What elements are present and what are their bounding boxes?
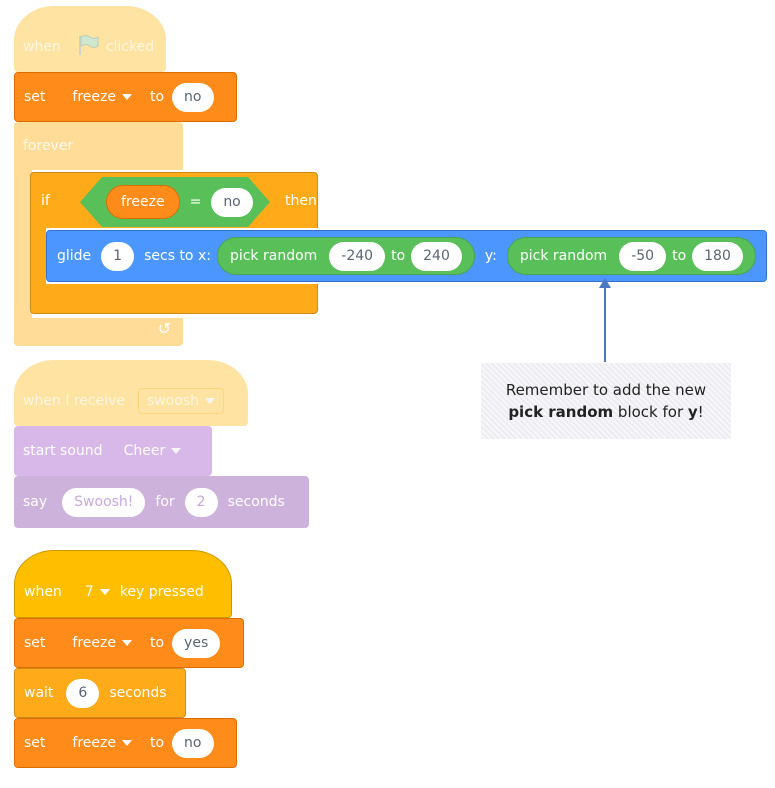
when-key-pressed-hat[interactable]: when 7 key pressed [14,550,232,618]
x-random-to-input[interactable]: 240 [411,241,462,271]
arrow-up-icon [599,278,611,288]
glide-label: glide [57,248,92,264]
say-block[interactable]: say Swoosh! for 2 seconds [14,476,309,528]
set-label: set [24,89,46,105]
when-label: when [24,584,62,600]
to-label: to [149,635,165,651]
to-label: to [672,248,687,264]
variable-name: freeze [72,735,116,751]
callout-line1: Remember to add the new [505,381,707,399]
variable-dropdown[interactable]: freeze [72,635,132,651]
to-label: to [149,89,165,105]
set-freeze-block[interactable]: set freeze to no [14,72,237,122]
set-value-input[interactable]: no [172,728,214,758]
callout-bold-y: y [687,403,698,421]
key-pressed-label: key pressed [119,584,204,600]
equals-condition[interactable]: freeze = no [80,177,270,227]
set-freeze-yes-block[interactable]: set freeze to yes [14,618,244,668]
set-label: set [24,635,46,651]
message-name: swoosh [147,393,200,409]
y-random-from-input[interactable]: -50 [619,241,667,271]
wait-block[interactable]: wait 6 seconds [14,668,186,718]
key-dropdown[interactable]: 7 [85,584,110,600]
clicked-label: clicked [105,39,155,55]
start-sound-label: start sound [23,443,103,459]
x-random-from-input[interactable]: -240 [329,241,386,271]
when-i-receive-label: when I receive [23,393,125,409]
seconds-label: seconds [109,685,167,701]
to-label: to [391,248,406,264]
chevron-down-icon [121,94,132,100]
pick-random-label: pick random [519,248,608,264]
chevron-down-icon [121,740,132,746]
to-label: to [149,735,165,751]
when-label: when [23,39,61,55]
then-label: then [285,193,317,209]
variable-name: freeze [72,635,116,651]
set-value-input[interactable]: yes [172,628,221,658]
if-label: if [41,193,50,209]
freeze-variable-reporter[interactable]: freeze [106,185,180,219]
chevron-down-icon [99,589,110,595]
glide-block[interactable]: glide 1 secs to x: pick random -240 to 2… [46,230,767,282]
callout-note: Remember to add the new pick random bloc… [481,363,731,439]
loop-arrow-icon: ↺ [157,319,171,338]
start-sound-block[interactable]: start sound Cheer [14,426,212,476]
key-name: 7 [84,584,94,600]
variable-name: freeze [72,89,116,105]
y-label: y: [484,248,497,264]
callout-bold-pick-random: pick random [508,403,614,421]
say-text-input[interactable]: Swoosh! [62,487,146,517]
callout-mid: block for [613,403,688,421]
for-label: for [155,494,175,510]
wait-label: wait [24,685,54,701]
set-label: set [24,735,46,751]
glide-secs-input[interactable]: 1 [101,241,135,271]
variable-dropdown[interactable]: freeze [72,735,132,751]
message-dropdown[interactable]: swoosh [138,388,225,414]
callout-end: ! [697,403,704,421]
chevron-down-icon [121,640,132,646]
pick-random-y[interactable]: pick random -50 to 180 [506,237,756,275]
chevron-down-icon [171,448,182,454]
say-secs-input[interactable]: 2 [184,487,218,517]
set-value-input[interactable]: no [172,82,214,112]
callout-arrow [604,282,606,362]
when-flag-clicked-hat[interactable]: when clicked [14,6,166,72]
forever-label: forever [23,138,74,154]
pick-random-x[interactable]: pick random -240 to 240 [216,237,475,275]
sound-name: Cheer [123,443,166,459]
y-random-to-input[interactable]: 180 [692,241,743,271]
set-freeze-no-block[interactable]: set freeze to no [14,718,237,768]
compare-value-input[interactable]: no [211,188,252,217]
when-i-receive-hat[interactable]: when I receive swoosh [14,360,248,426]
sound-dropdown[interactable]: Cheer [124,443,182,459]
pick-random-label: pick random [229,248,318,264]
say-label: say [23,494,48,510]
chevron-down-icon [205,398,216,404]
variable-dropdown[interactable]: freeze [72,89,132,105]
callout-line2: pick random block for y! [508,401,703,423]
wait-secs-input[interactable]: 6 [66,678,100,708]
equals-operator: = [189,194,202,210]
green-flag-icon [76,34,100,60]
seconds-label: seconds [227,494,285,510]
secs-to-x-label: secs to x: [144,248,211,264]
